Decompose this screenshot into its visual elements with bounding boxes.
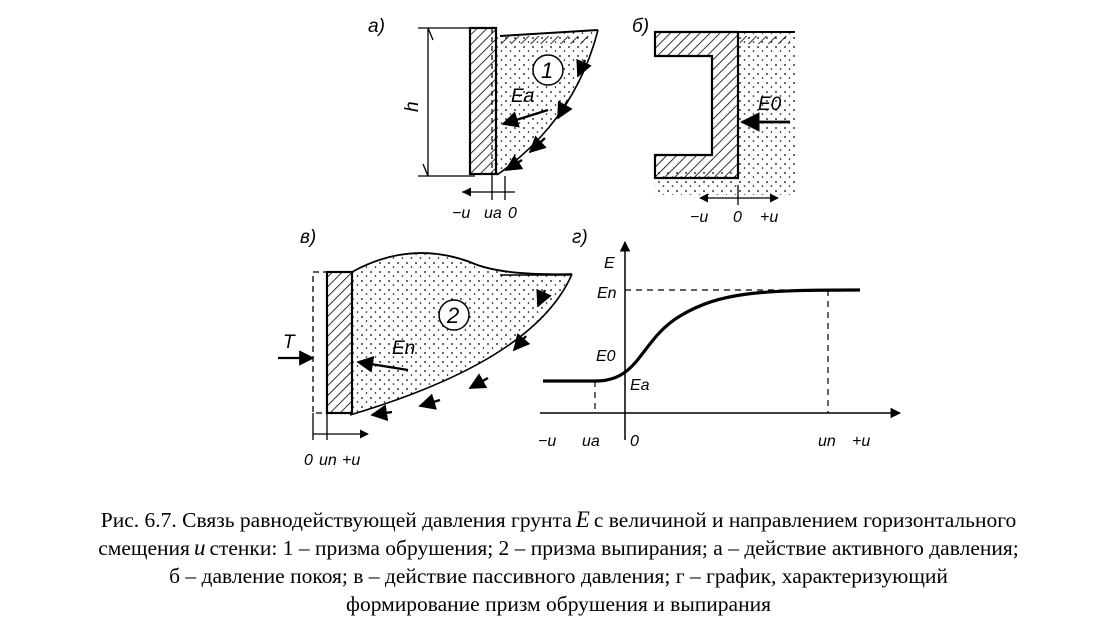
axis-v: [312, 413, 369, 440]
soil-b: [655, 32, 795, 195]
axis-a-ua: ua: [484, 205, 502, 222]
x-label-pos-u: +u: [852, 433, 870, 450]
thrust-label: T: [283, 332, 296, 353]
x-label-zero: 0: [630, 433, 639, 450]
axis-b: [699, 185, 779, 205]
panel-g: г) E En E0 Ea −u ua 0 un +u: [538, 227, 902, 450]
axis-b-pos-u: +u: [760, 209, 778, 226]
retaining-structure-b: [653, 30, 740, 180]
axis-b-neg-u: −u: [690, 209, 708, 226]
slip-arrows-v: [370, 288, 552, 422]
axis-v-un: un: [319, 452, 337, 469]
soil-pressure-figure: а) h 1 Ea: [278, 16, 902, 469]
panel-a: а) h 1 Ea: [368, 16, 599, 222]
caption-line-3: б – давление покоя; в – действие пассивн…: [169, 564, 948, 588]
y-label-ea: Ea: [630, 377, 650, 394]
collapse-prism: [495, 30, 598, 175]
passive-force-arrow: [356, 356, 409, 373]
caption-variable-e: E: [575, 507, 590, 532]
axis-b-zero: 0: [733, 209, 742, 226]
zone-1-number: 1: [541, 58, 553, 83]
x-label-ua: ua: [582, 433, 600, 450]
panel-v-label: в): [300, 227, 316, 248]
zone-1-marker: [532, 54, 564, 86]
passive-force-label: En: [392, 338, 415, 359]
axis-a-neg-u: −u: [452, 205, 470, 222]
caption-line-4: формирование призм обрушения и выпирания: [346, 592, 771, 616]
bulging-prism: [350, 253, 572, 415]
caption-line-1: Рис. 6.7. Связь равнодействующей давлени…: [0, 506, 1117, 534]
caption-variable-u: u: [193, 535, 206, 560]
axis-v-pos-u: +u: [342, 452, 360, 469]
zone-2-number: 2: [446, 303, 459, 328]
axis-a-zero: 0: [508, 205, 517, 222]
height-label: h: [402, 101, 423, 112]
y-label-en: En: [597, 285, 617, 302]
retaining-wall-v: [325, 270, 354, 415]
guide-lines: [594, 289, 829, 413]
active-force-label: Ea: [511, 86, 534, 107]
y-axis-label: E: [604, 255, 615, 272]
rest-force-label: E0: [758, 94, 782, 115]
axis-v-zero: 0: [304, 452, 313, 469]
panel-v: в) 2 T En 0 un +u: [278, 227, 573, 469]
pressure-curve: [543, 288, 861, 383]
slip-arrows-a: [504, 58, 592, 172]
panel-g-label: г): [572, 227, 588, 248]
y-label-e0: E0: [596, 348, 616, 365]
height-dimension: [418, 27, 475, 177]
zone-2-marker: [438, 299, 470, 331]
x-label-un: un: [818, 433, 836, 450]
caption-text: смещения: [98, 536, 190, 560]
caption-text: Рис. 6.7. Связь равнодействующей давлени…: [100, 508, 572, 532]
figure-caption: Рис. 6.7. Связь равнодействующей давлени…: [0, 506, 1117, 618]
caption-text: с величиной и направлением горизонтально…: [593, 508, 1017, 532]
panel-a-label: а): [368, 16, 385, 37]
axis-a: [462, 176, 515, 200]
active-force-arrow: [501, 108, 549, 128]
panel-b: б) E0 −u 0 +u: [632, 16, 795, 226]
x-label-neg-u: −u: [538, 433, 556, 450]
caption-text: стенки: 1 – призма обрушения; 2 – призма…: [209, 536, 1019, 560]
panel-b-label: б): [632, 16, 649, 37]
